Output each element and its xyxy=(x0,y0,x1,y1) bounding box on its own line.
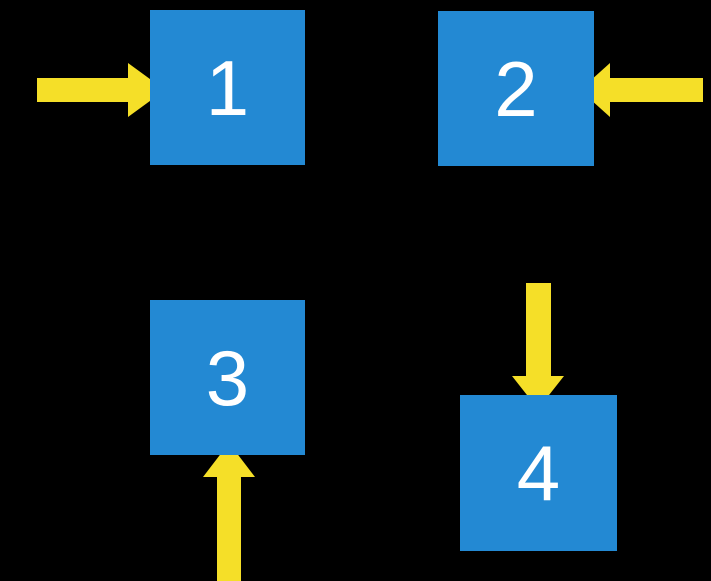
node-label-4: 4 xyxy=(516,429,561,517)
node-box-1[interactable]: 1 xyxy=(150,10,305,165)
node-label-2: 2 xyxy=(494,44,538,133)
node-box-3[interactable]: 3 xyxy=(150,300,305,455)
arrow-into-node-4-icon xyxy=(512,283,564,409)
node-box-2[interactable]: 2 xyxy=(438,11,594,166)
node-box-4[interactable]: 4 xyxy=(460,395,617,551)
node-label-3: 3 xyxy=(205,333,250,422)
arrow-into-node-3-icon xyxy=(203,443,255,581)
arrow-into-node-1-icon xyxy=(37,63,165,117)
node-label-1: 1 xyxy=(205,43,250,132)
arrow-into-node-2-icon xyxy=(580,63,703,117)
